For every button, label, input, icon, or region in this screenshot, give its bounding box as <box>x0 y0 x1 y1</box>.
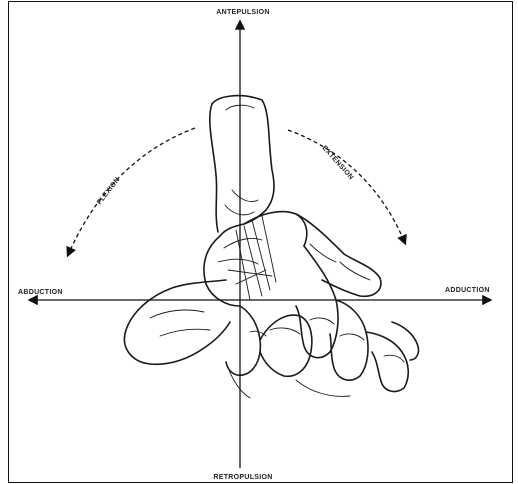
label-bottom: RETROPULSION <box>213 474 272 481</box>
label-top: ANTEPULSION <box>216 9 269 16</box>
hand-drawing <box>124 96 418 398</box>
label-left: ABDUCTION <box>18 289 63 296</box>
label-arc-right: EXTENSION <box>321 145 355 182</box>
label-arc-left: FLEXION <box>96 176 121 206</box>
left-arc-arrow <box>68 128 195 255</box>
label-right: ADDUCTION <box>445 287 490 294</box>
